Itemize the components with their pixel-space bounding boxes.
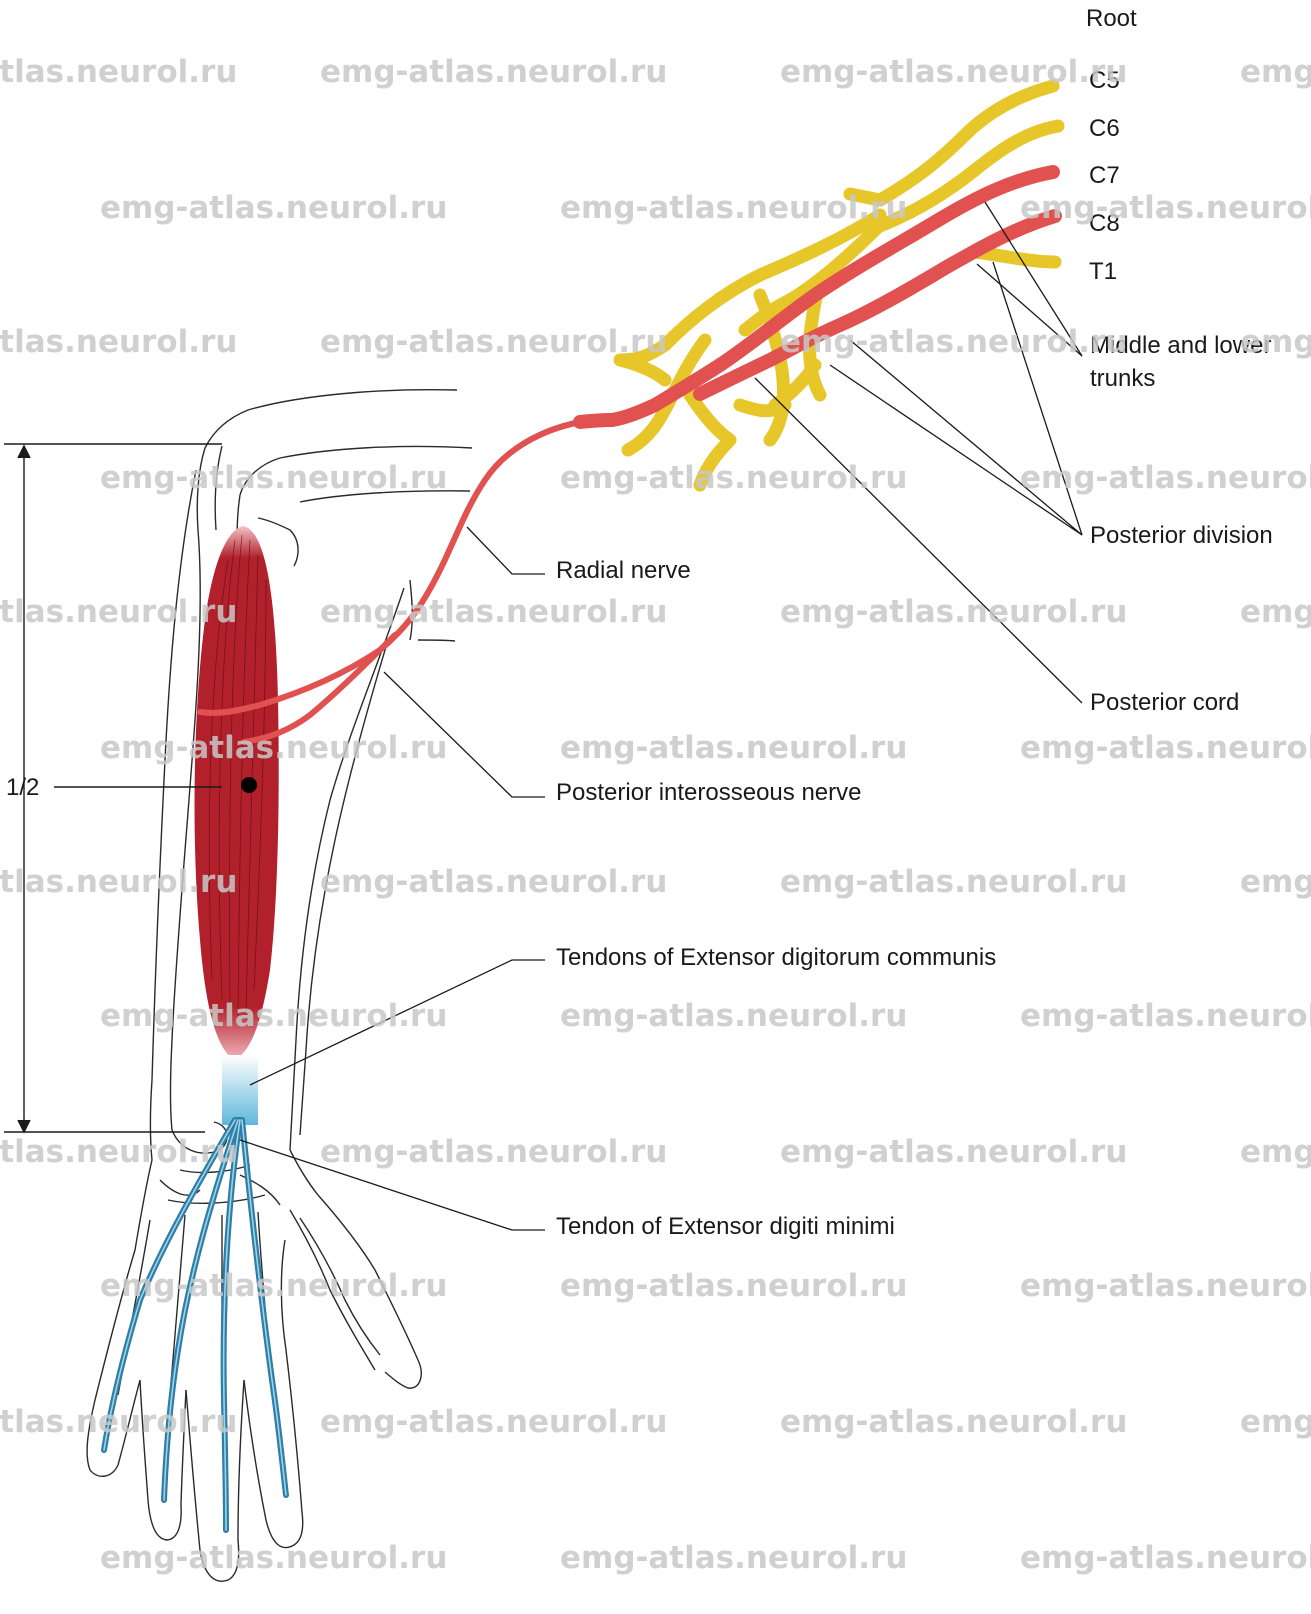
watermark-text: emg-atlas.neurol.ru (100, 190, 447, 226)
label-c6: C6 (1089, 115, 1120, 142)
watermark-text: emg-atlas.neurol.ru (1240, 54, 1311, 90)
label-c8: C8 (1089, 210, 1120, 237)
watermark-text: emg-atlas.neurol.ru (320, 54, 667, 90)
watermark-text: emg-atlas.neurol.ru (1240, 1134, 1311, 1170)
watermark-text: emg-atlas.neurol.ru (320, 1404, 667, 1440)
tendon-highlights (103, 1119, 287, 1531)
label-trunks-line1: Middle and lower (1090, 332, 1271, 359)
watermark-text: emg-atlas.neurol.ru (0, 54, 237, 90)
watermark-text: emg-atlas.neurol.ru (320, 864, 667, 900)
watermark-text: emg-atlas.neurol.ru (1020, 460, 1311, 496)
watermark-text: emg-atlas.neurol.ru (1240, 1404, 1311, 1440)
leader-lines (239, 201, 1083, 1231)
motor-point-marker (241, 777, 257, 793)
watermark-layer: emg-atlas.neurol.ru emg-atlas.neurol.ru … (0, 54, 1311, 1576)
watermark-text: emg-atlas.neurol.ru (1020, 190, 1311, 226)
watermark-text: emg-atlas.neurol.ru (1240, 594, 1311, 630)
labels: Root C5 C6 C7 C8 T1 Middle and lower tru… (6, 5, 1273, 1240)
red-nerves (197, 165, 1062, 745)
watermark-text: emg-atlas.neurol.ru (320, 594, 667, 630)
label-posterior-division: Posterior division (1090, 522, 1273, 549)
watermark-text: emg-atlas.neurol.ru (0, 1134, 237, 1170)
watermark-text: emg-atlas.neurol.ru (780, 864, 1127, 900)
label-trunks-line2: trunks (1090, 365, 1155, 392)
watermark-text: emg-atlas.neurol.ru (100, 998, 447, 1034)
label-posterior-interosseous-nerve: Posterior interosseous nerve (556, 779, 861, 806)
watermark-text: emg-atlas.neurol.ru (560, 1268, 907, 1304)
watermark-text: emg-atlas.neurol.ru (0, 864, 237, 900)
watermark-text: emg-atlas.neurol.ru (780, 324, 1127, 360)
watermark-text: emg-atlas.neurol.ru (780, 54, 1127, 90)
label-tendons-edc: Tendons of Extensor digitorum communis (556, 944, 996, 971)
watermark-text: emg-atlas.neurol.ru (560, 998, 907, 1034)
watermark-text: emg-atlas.neurol.ru (1020, 1540, 1311, 1576)
watermark-text: emg-atlas.neurol.ru (1020, 730, 1311, 766)
watermark-text: emg-atlas.neurol.ru (560, 190, 907, 226)
watermark-text: emg-atlas.neurol.ru (320, 324, 667, 360)
label-c7: C7 (1089, 162, 1120, 189)
watermark-text: emg-atlas.neurol.ru (0, 324, 237, 360)
label-posterior-cord: Posterior cord (1090, 689, 1239, 716)
watermark-text: emg-atlas.neurol.ru (100, 730, 447, 766)
limb-outline (86, 388, 473, 1582)
label-radial-nerve: Radial nerve (556, 557, 691, 584)
watermark-text: emg-atlas.neurol.ru (560, 730, 907, 766)
watermark-text: emg-atlas.neurol.ru (780, 1134, 1127, 1170)
label-tendon-edm: Tendon of Extensor digiti minimi (556, 1213, 895, 1240)
watermark-text: emg-atlas.neurol.ru (100, 1540, 447, 1576)
watermark-text: emg-atlas.neurol.ru (100, 460, 447, 496)
watermark-text: emg-atlas.neurol.ru (0, 594, 237, 630)
watermark-text: emg-atlas.neurol.ru (1240, 864, 1311, 900)
label-c5: C5 (1089, 67, 1120, 94)
watermark-text: emg-atlas.neurol.ru (780, 594, 1127, 630)
label-root: Root (1086, 5, 1137, 32)
extensor-tendons (101, 1117, 289, 1533)
label-half: 1/2 (6, 774, 39, 801)
watermark-text: emg-atlas.neurol.ru (780, 1404, 1127, 1440)
watermark-text: emg-atlas.neurol.ru (100, 1268, 447, 1304)
watermark-text: emg-atlas.neurol.ru (560, 1540, 907, 1576)
watermark-text: emg-atlas.neurol.ru (0, 1404, 237, 1440)
label-t1: T1 (1089, 258, 1117, 285)
measurement-bracket (4, 443, 222, 1134)
watermark-text: emg-atlas.neurol.ru (1020, 998, 1311, 1034)
watermark-text: emg-atlas.neurol.ru (1020, 1268, 1311, 1304)
watermark-text: emg-atlas.neurol.ru (1240, 324, 1311, 360)
watermark-text: emg-atlas.neurol.ru (320, 1134, 667, 1170)
watermark-text: emg-atlas.neurol.ru (560, 460, 907, 496)
